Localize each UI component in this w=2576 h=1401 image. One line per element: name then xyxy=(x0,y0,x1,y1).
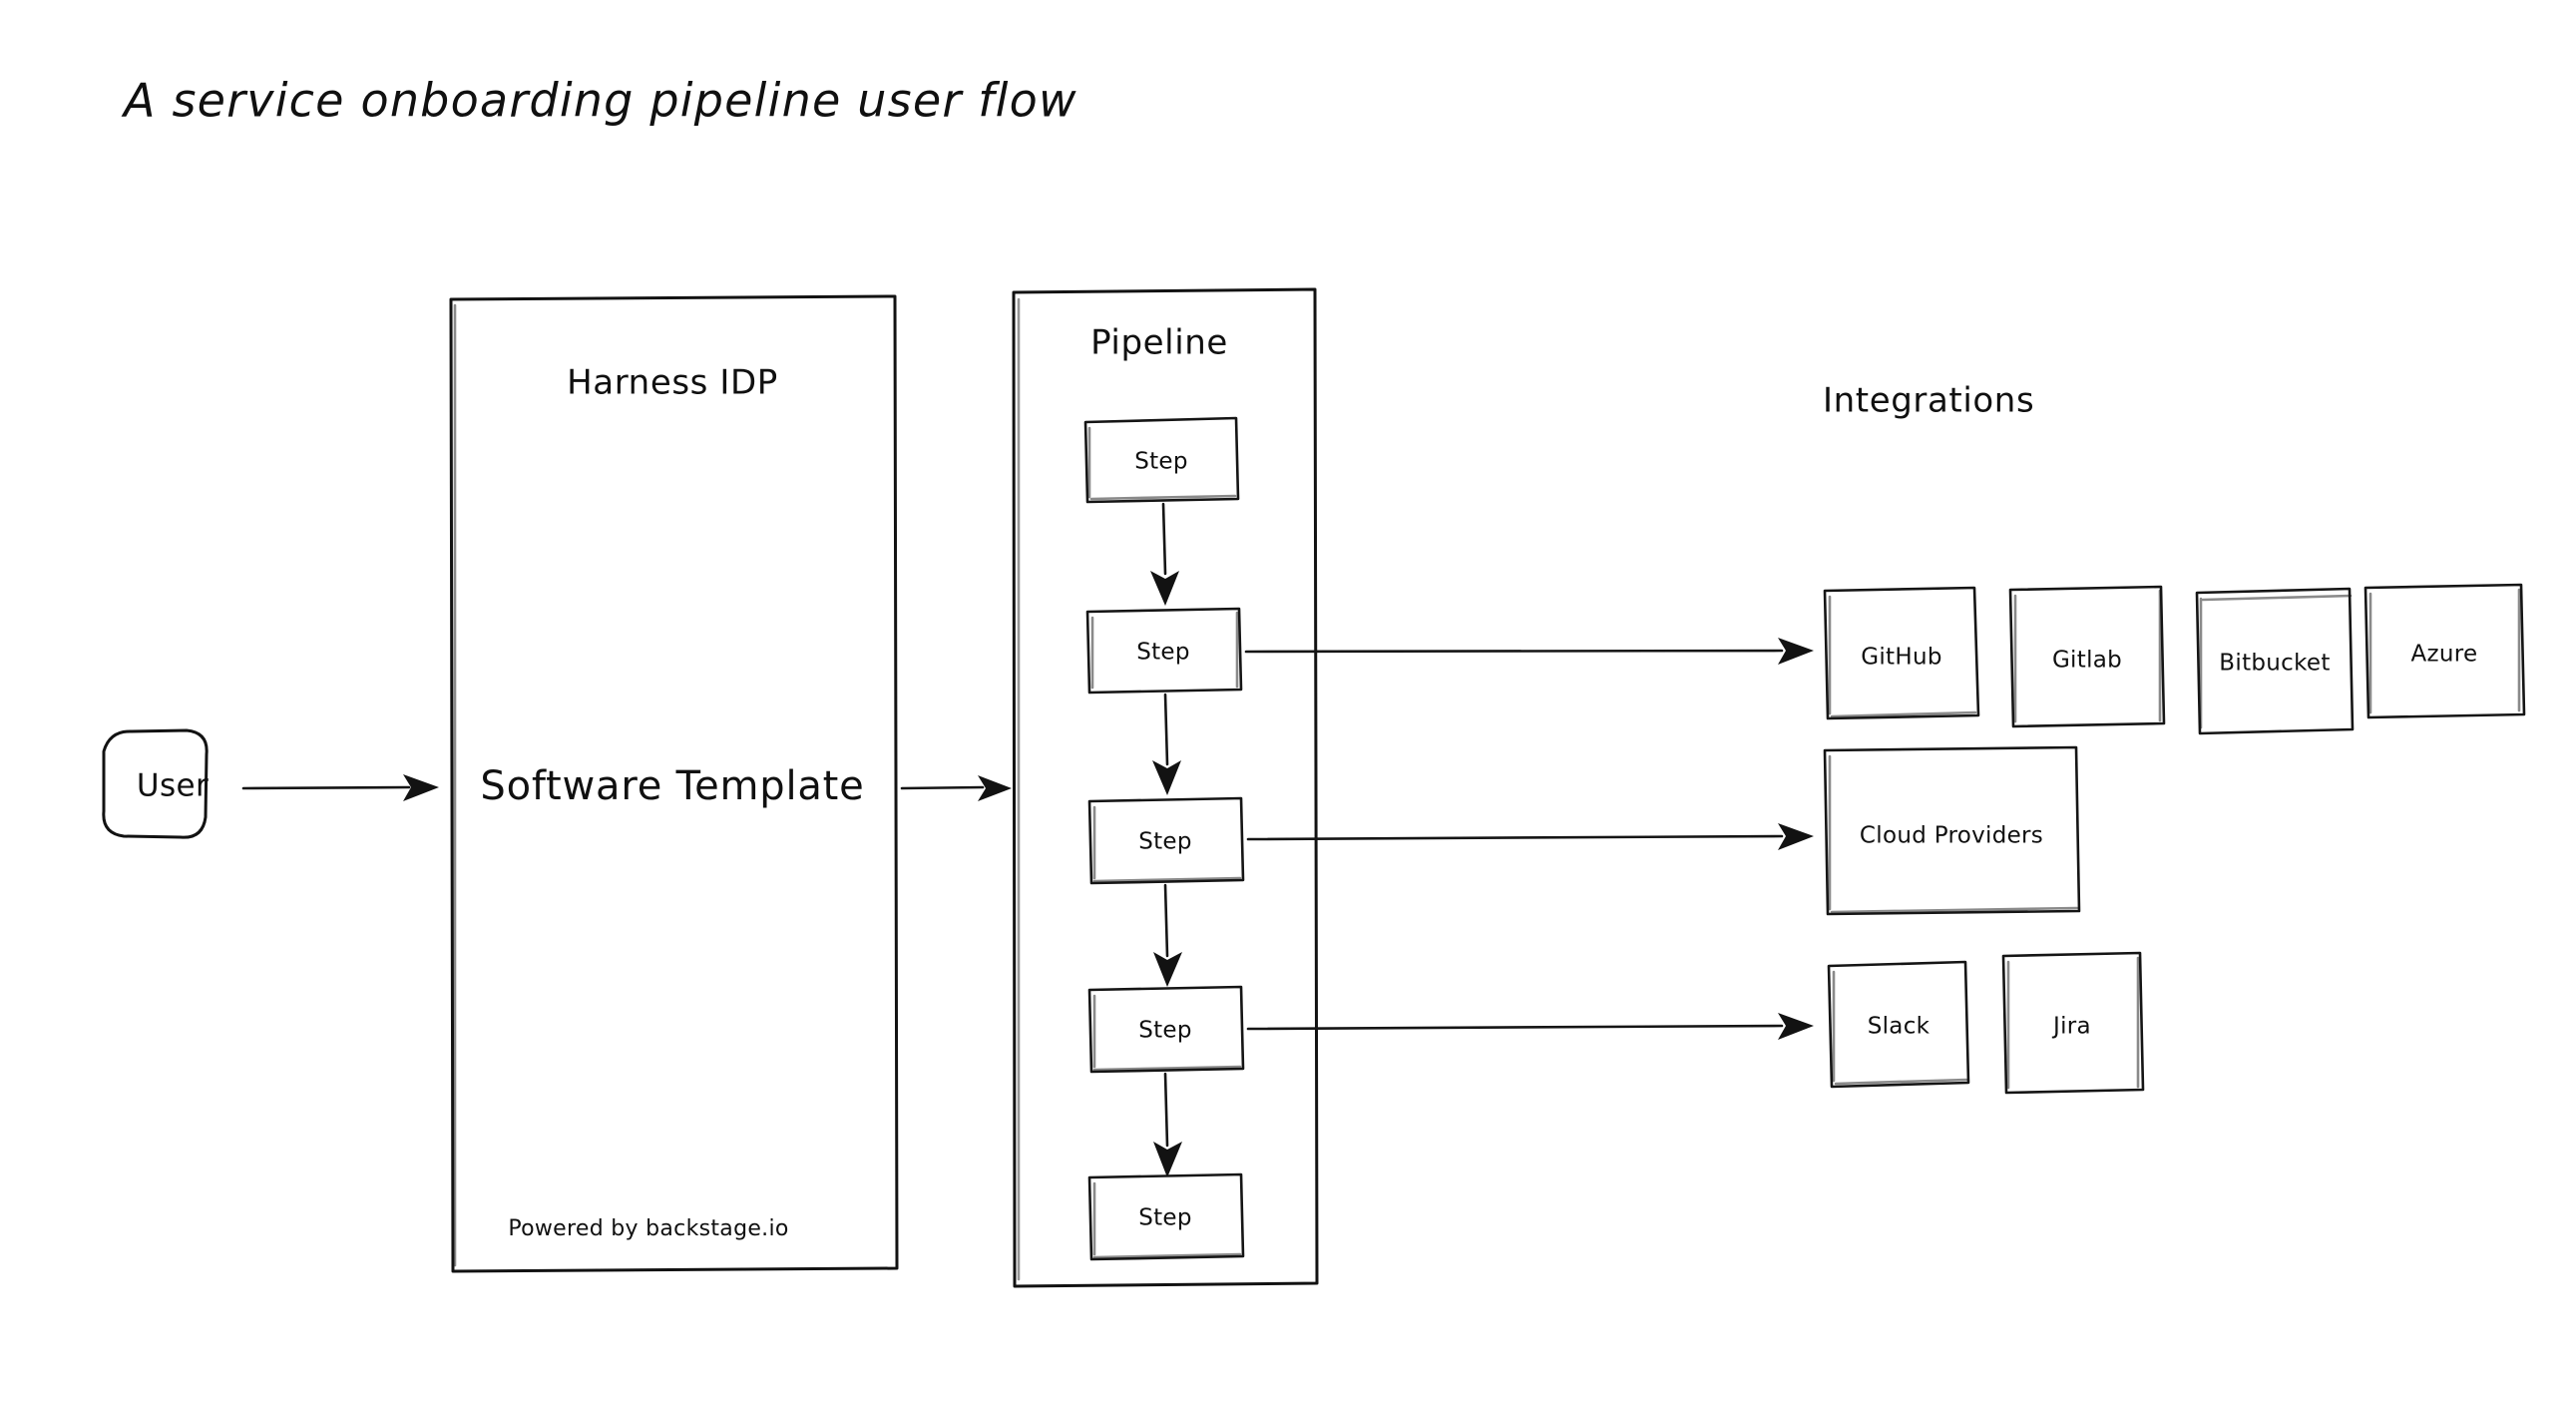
node-pipeline-step-2[interactable]: Step xyxy=(1085,607,1243,695)
node-integration-github[interactable]: GitHub xyxy=(1823,586,1980,720)
arrowhead-icon xyxy=(978,775,1012,801)
user-node-shape xyxy=(102,728,209,839)
step-box-echo xyxy=(1092,994,1242,1072)
connector-line xyxy=(1161,502,1167,576)
integration-box-shape xyxy=(2001,951,2145,1095)
arrowhead-icon xyxy=(1153,952,1182,987)
node-integration-cloud-providers[interactable]: Cloud Providers xyxy=(1823,745,2081,916)
node-pipeline-step-4[interactable]: Step xyxy=(1087,985,1245,1074)
step-box-echo xyxy=(1090,611,1239,690)
node-integration-azure[interactable]: Azure xyxy=(2363,583,2526,719)
arrowhead-icon xyxy=(1152,760,1181,795)
pipeline-panel-heading: Pipeline xyxy=(1090,323,1228,363)
connector-line xyxy=(1163,693,1169,766)
step-box-echo xyxy=(1092,1181,1242,1259)
step-box-shape xyxy=(1083,416,1240,504)
node-pipeline-step-3[interactable]: Step xyxy=(1087,796,1245,885)
connector-step3-to-cloud xyxy=(1246,823,1814,850)
node-pipeline-step-1[interactable]: Step xyxy=(1083,416,1240,504)
integration-label: GitHub xyxy=(1861,645,1942,671)
integration-box-echo xyxy=(1832,970,1968,1086)
integration-box-shape xyxy=(1823,586,1980,720)
step-box-shape xyxy=(1085,607,1243,695)
integration-box-shape xyxy=(1827,960,1970,1089)
integration-box-echo xyxy=(2006,956,2140,1090)
integration-box-echo xyxy=(1828,595,1977,718)
connector-line xyxy=(1163,1072,1169,1148)
integration-box-shape xyxy=(2008,585,2166,728)
step-label: Step xyxy=(1134,449,1188,475)
node-integration-jira[interactable]: Jira xyxy=(2001,951,2145,1095)
arrowhead-icon xyxy=(1150,571,1179,606)
integration-label: Cloud Providers xyxy=(1860,823,2043,849)
panel-pipeline[interactable]: Pipeline Step Step xyxy=(1012,287,1319,1288)
arrowhead-icon xyxy=(403,774,439,801)
connector-step2-to-step3 xyxy=(1152,693,1181,795)
step-label: Step xyxy=(1138,829,1192,855)
integration-box-shape xyxy=(1823,745,2081,916)
panel-harness-idp[interactable]: Harness IDP Software Template Powered by… xyxy=(449,294,899,1273)
node-integration-gitlab[interactable]: Gitlab xyxy=(2008,585,2166,728)
arrowhead-icon xyxy=(1778,823,1814,850)
page-title: A service onboarding pipeline user flow xyxy=(121,74,1077,128)
connector-step2-to-scm xyxy=(1244,638,1814,665)
idp-software-template-label: Software Template xyxy=(480,763,864,809)
connector-line xyxy=(1246,834,1784,841)
integration-box-echo xyxy=(2013,589,2162,723)
node-integration-slack[interactable]: Slack xyxy=(1827,960,1970,1089)
step-label: Step xyxy=(1138,1205,1192,1231)
step-box-echo xyxy=(1087,426,1237,501)
arrowhead-icon xyxy=(1153,1142,1182,1177)
connector-step1-to-step2 xyxy=(1150,502,1179,606)
connector-step4-to-step5 xyxy=(1153,1072,1182,1177)
node-user[interactable]: User xyxy=(102,728,209,839)
integration-box-echo xyxy=(2199,594,2353,729)
integration-box-shape xyxy=(2363,583,2526,719)
step-box-shape xyxy=(1087,796,1245,885)
node-integration-bitbucket[interactable]: Bitbucket xyxy=(2195,587,2355,735)
connector-line xyxy=(1163,883,1169,958)
connector-user-to-idp xyxy=(241,774,439,801)
connector-step4-to-tooling xyxy=(1246,1013,1814,1040)
integration-box-echo xyxy=(1828,754,2079,914)
connector-line xyxy=(1246,1024,1784,1031)
integration-label: Slack xyxy=(1868,1014,1931,1040)
idp-panel-heading: Harness IDP xyxy=(567,363,778,403)
arrowhead-icon xyxy=(1778,638,1814,665)
integration-label: Jira xyxy=(2051,1014,2091,1040)
integration-box-echo xyxy=(2368,588,2521,714)
integrations-heading: Integrations xyxy=(1823,381,2034,421)
connector-idp-to-pipeline xyxy=(900,775,1012,801)
integration-label: Gitlab xyxy=(2052,648,2122,674)
arrowhead-icon xyxy=(1778,1013,1814,1040)
node-pipeline-step-5[interactable]: Step xyxy=(1087,1172,1245,1261)
user-node-label: User xyxy=(137,768,209,804)
integration-label: Bitbucket xyxy=(2219,651,2330,677)
connector-line xyxy=(900,785,985,790)
step-box-echo xyxy=(1092,805,1242,883)
step-box-shape xyxy=(1087,1172,1245,1261)
idp-panel-border xyxy=(449,294,899,1273)
connector-step3-to-step4 xyxy=(1153,883,1182,987)
connector-line xyxy=(1244,649,1784,654)
integration-label: Azure xyxy=(2411,642,2478,668)
idp-panel-footer: Powered by backstage.io xyxy=(508,1216,788,1241)
integration-box-shape xyxy=(2195,587,2355,735)
step-box-shape xyxy=(1087,985,1245,1074)
connector-line xyxy=(241,785,411,790)
step-label: Step xyxy=(1136,640,1190,666)
step-label: Step xyxy=(1138,1018,1192,1044)
